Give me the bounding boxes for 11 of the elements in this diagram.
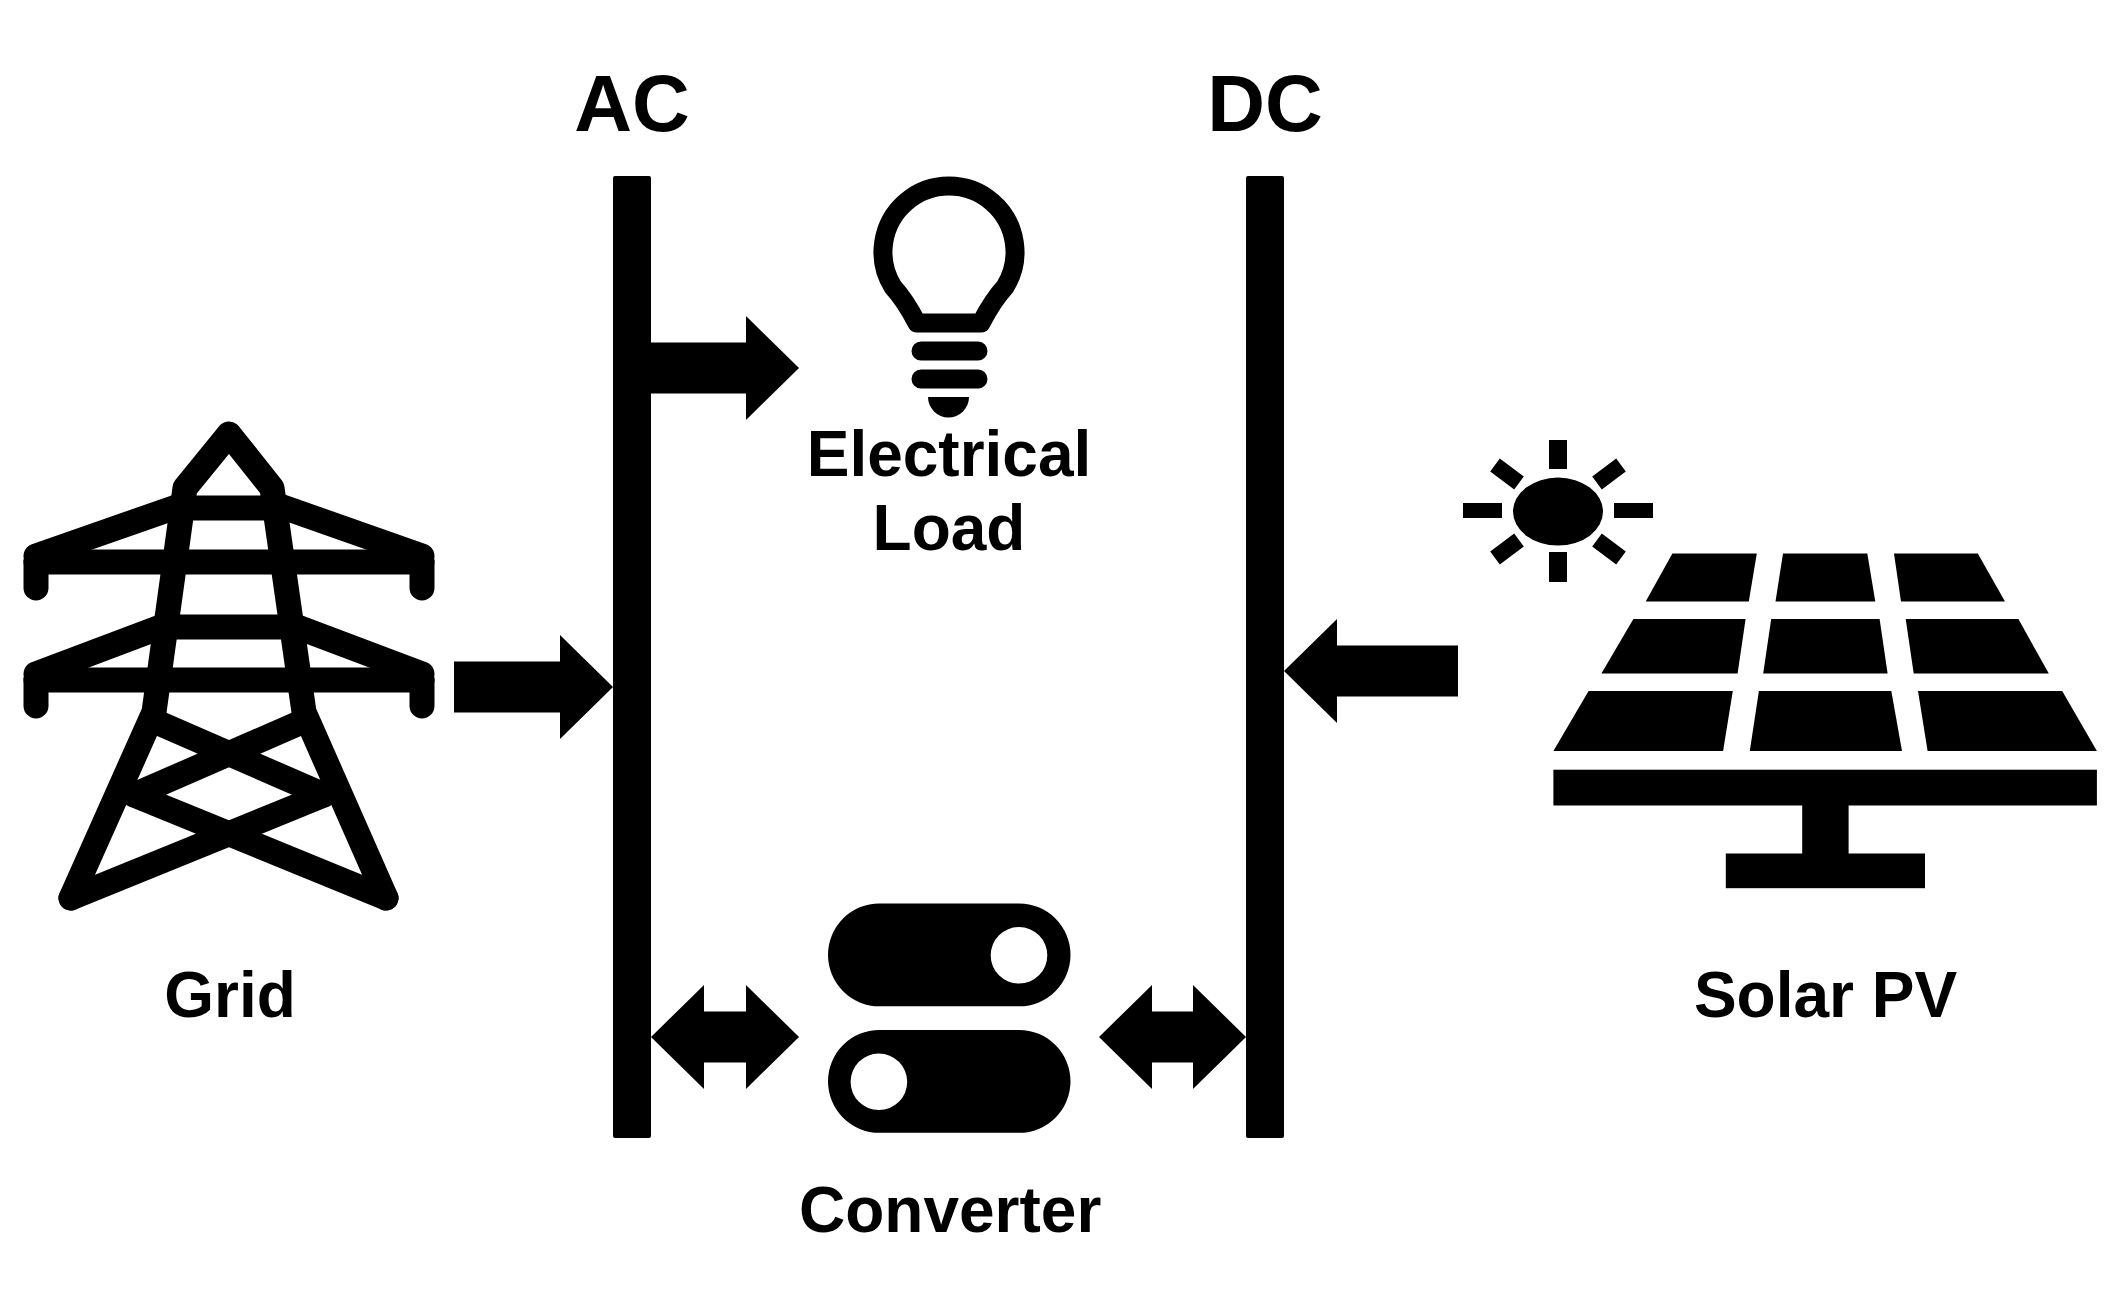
block-arrow xyxy=(454,635,613,739)
double-headed-arrow xyxy=(651,985,799,1089)
double-headed-arrow xyxy=(1099,985,1246,1089)
bus-label: DC xyxy=(1207,64,1323,144)
node-label: Grid xyxy=(164,959,296,1033)
bus-label: AC xyxy=(574,64,690,144)
node-label: Converter xyxy=(799,1174,1099,1248)
node-label: Electrical Load xyxy=(805,418,1093,566)
block-arrow xyxy=(651,316,799,420)
block-arrow xyxy=(1284,619,1458,723)
node-label: Solar PV xyxy=(1693,959,1958,1033)
